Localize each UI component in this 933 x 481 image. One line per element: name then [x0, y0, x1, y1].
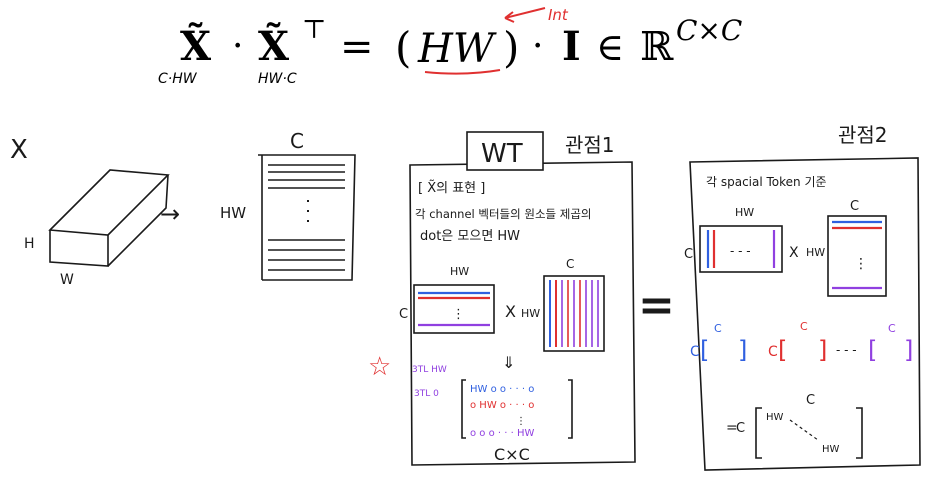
p2-mat-a-dots: - - - — [730, 244, 751, 258]
wt-matrix-b — [543, 275, 605, 352]
formula-transpose: ⊤ — [302, 15, 326, 45]
p2-result-d1: HW — [766, 412, 784, 423]
wt-result-label: C×C — [494, 445, 530, 464]
wt-row2: o HW o · · · o — [470, 400, 534, 411]
formula-exponent: C×C — [676, 14, 742, 47]
int-arrow — [504, 7, 546, 23]
wt-row3: o o o · · · HW — [470, 428, 534, 439]
p2-result-eq: = — [726, 420, 738, 436]
p2-title: 관점2 — [838, 123, 888, 147]
formula-element-of: ∈ — [596, 25, 624, 69]
wt-desc-line2: dot은 모으면 HW — [420, 229, 520, 244]
wt-title-box — [466, 131, 544, 171]
p2-mat-b-vdots: ⋮ — [854, 256, 868, 272]
p2-matrix-a: - - - — [699, 225, 783, 273]
hw-underline — [424, 69, 501, 75]
tensor-box — [48, 169, 170, 267]
p2-vec-red: [ — [778, 336, 787, 364]
wt-panel-frame — [409, 161, 636, 466]
p2-result-left: C — [736, 421, 745, 436]
p2-vec-purple-close: ] — [904, 336, 913, 364]
p2-vec-red-close: ] — [818, 336, 827, 364]
formula-dot: · — [232, 26, 243, 67]
p2-vec-purple: [ — [868, 336, 877, 364]
p2-vec-mid: - - - — [836, 343, 857, 357]
perspective2-panel: 관점2 각 spacial Token 기준 HW C - - - X C HW… — [684, 123, 921, 471]
p2-mat-b-left: HW — [806, 246, 825, 259]
w-label: W — [60, 272, 74, 288]
formula-sub-right: HW·C — [258, 71, 297, 87]
p2-vec-red-c: C — [800, 320, 808, 333]
wt-panel: WT 관점1 [ X̃의 표현 ] 각 channel 벡터들의 원소들 제곱의… — [368, 131, 636, 466]
formula-equals: = — [340, 24, 374, 70]
formula-annotation: Int — [548, 6, 569, 24]
panels-equals: = — [638, 280, 675, 331]
flattened-matrix — [258, 154, 356, 281]
p2-vec-blue-c: C — [714, 322, 722, 335]
sketch-arrow: → — [160, 200, 180, 228]
x-label: X — [10, 135, 28, 165]
formula-paren-open: ( — [395, 23, 411, 72]
star-icon: ☆ — [368, 352, 391, 382]
p2-mat-a-top: HW — [735, 206, 754, 219]
matrix-row-label: HW — [220, 204, 246, 222]
wt-mat-a-left: C — [399, 307, 408, 322]
p2-panel-frame — [689, 157, 921, 471]
formula-hw: HW — [417, 26, 497, 72]
left-sketch: X H W → C HW — [10, 129, 356, 288]
formula-paren-close: ) — [503, 23, 519, 72]
p2-times: X — [789, 245, 799, 261]
wt-annot-2: 3TL 0 — [414, 389, 439, 399]
formula-reals: ℝ — [640, 24, 674, 70]
formula-lhs-right: X̃ — [258, 23, 289, 70]
wt-mat-b-top: C — [566, 257, 574, 271]
h-label: H — [24, 236, 35, 252]
wt-result-vdots: ⋮ — [516, 416, 526, 427]
wt-times: X — [505, 302, 516, 321]
formula-lhs-left: X̃ — [180, 23, 211, 70]
p2-result: = C C HW HW — [726, 393, 863, 459]
p2-vec-blue-close: ] — [738, 336, 747, 364]
wt-mat-a-top: HW — [450, 265, 469, 278]
wt-row1: HW o o · · · o — [470, 384, 534, 395]
p2-mat-a-left: C — [684, 247, 693, 262]
p2-result-d2: HW — [822, 444, 840, 455]
wt-perspective: 관점1 — [565, 133, 615, 157]
wt-subtitle: [ X̃의 표현 ] — [418, 181, 485, 196]
wt-annot-1: 3TL HW — [412, 365, 447, 375]
p2-vec-blue: [ — [700, 336, 709, 364]
wt-title: WT — [481, 139, 523, 169]
wt-mat-a-vdots: ⋮ — [452, 307, 465, 322]
wt-mat-b-left: HW — [521, 307, 540, 320]
p2-vec-prefix-2: C — [768, 344, 778, 360]
p2-vectors-row: C [ C ] C [ C ] - - - [ C ] — [690, 320, 913, 364]
p2-result-top: C — [806, 393, 815, 408]
formula-sub-left: C·HW — [158, 71, 198, 87]
wt-matrix-a: ⋮ — [413, 284, 495, 334]
formula: X̃ · X̃ ⊤ = ( HW ) · I ∈ ℝ C×C C·HW HW·C… — [158, 6, 742, 87]
p2-vec-purple-c: C — [888, 322, 896, 335]
p2-mat-b-top: C — [850, 199, 859, 214]
formula-dot-2: · — [532, 26, 543, 67]
p2-matrix-b: ⋮ — [827, 215, 887, 297]
formula-identity: I — [562, 23, 581, 70]
wt-result-matrix: HW o o · · · o o HW o · · · o ⋮ o o o · … — [461, 379, 573, 439]
p2-vec-prefix-1: C — [690, 344, 700, 360]
p2-subtitle: 각 spacial Token 기준 — [706, 175, 827, 189]
matrix-col-label: C — [290, 129, 304, 153]
wt-desc-line1: 각 channel 벡터들의 원소들 제곱의 — [415, 207, 592, 221]
wt-down-arrow: ⇓ — [502, 353, 515, 372]
